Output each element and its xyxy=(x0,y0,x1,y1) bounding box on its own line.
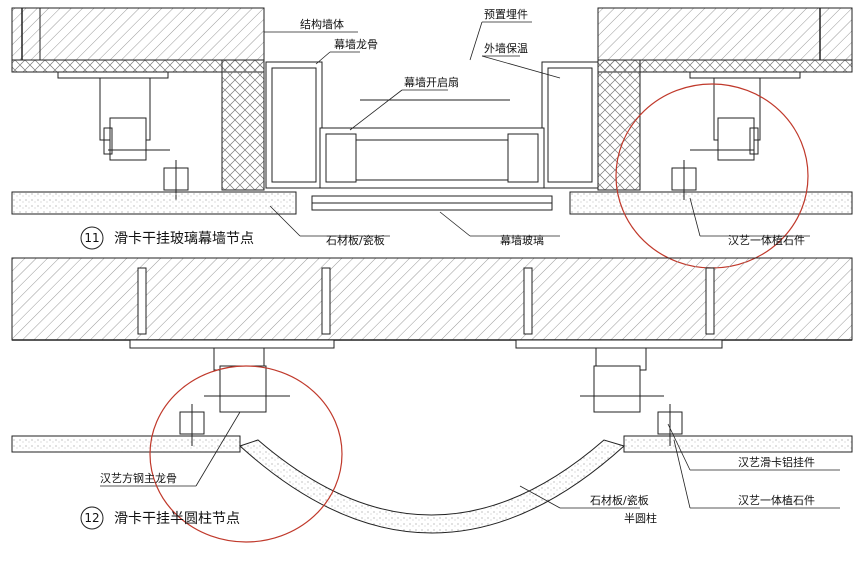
structural-wall-right xyxy=(597,7,853,61)
stone-slab-11-left xyxy=(11,191,297,215)
detail-title-12: 滑卡干挂半圆柱节点 xyxy=(114,510,240,527)
stone-slab-11-right xyxy=(569,191,853,215)
label-integrated-stone-part-11: 汉艺一体植石件 xyxy=(728,233,805,247)
label-curtain-glass: 幕墙玻璃 xyxy=(500,233,544,247)
label-embedded-part: 预置埋件 xyxy=(484,8,528,21)
detail-number-badge-11 xyxy=(80,226,104,250)
detail-number-12: 12 xyxy=(84,511,99,525)
curtain-keel-right xyxy=(541,61,599,189)
label-curtain-vent: 幕墙开启扇 xyxy=(404,75,459,89)
label-half-column: 半圆柱 xyxy=(624,511,657,525)
curtain-vent xyxy=(319,127,545,189)
half-column xyxy=(239,439,625,534)
bracket-right-11 xyxy=(671,78,761,200)
detail-number-badge-12 xyxy=(80,506,104,530)
detail-12: 汉艺方钢主龙骨 汉艺滑卡铝挂件 汉艺一体植石件 石材板/瓷板 半圆柱 12 滑卡… xyxy=(11,257,853,543)
stone-slab-12-left xyxy=(11,435,241,453)
bracket-right-12 xyxy=(580,348,683,446)
label-structural-wall: 结构墙体 xyxy=(300,17,344,31)
stone-slab-12-right xyxy=(623,435,853,453)
structural-wall-left xyxy=(11,7,265,61)
label-curtain-keel: 幕墙龙骨 xyxy=(334,37,378,51)
bracket-left-11 xyxy=(99,78,189,200)
detail-11: 结构墙体 预置埋件 幕墙龙骨 外墙保温 幕墙开启扇 石材板/瓷板 幕墙玻璃 汉艺… xyxy=(11,7,853,269)
label-insulation: 外墙保温 xyxy=(484,41,528,55)
label-stone-tile-12: 石材板/瓷板 xyxy=(590,493,649,507)
curtain-keel-left xyxy=(265,61,323,189)
label-aluminum-hanger: 汉艺滑卡铝挂件 xyxy=(738,455,815,469)
label-square-steel-keel: 汉艺方钢主龙骨 xyxy=(100,471,177,485)
highlight-circle-12 xyxy=(149,365,343,543)
bracket-left-12 xyxy=(179,348,290,446)
label-integrated-stone-part-12: 汉艺一体植石件 xyxy=(738,493,815,507)
detail-number-11: 11 xyxy=(84,231,99,245)
detail-title-11: 滑卡干挂玻璃幕墙节点 xyxy=(114,230,254,247)
label-stone-tile-11: 石材板/瓷板 xyxy=(326,233,385,247)
